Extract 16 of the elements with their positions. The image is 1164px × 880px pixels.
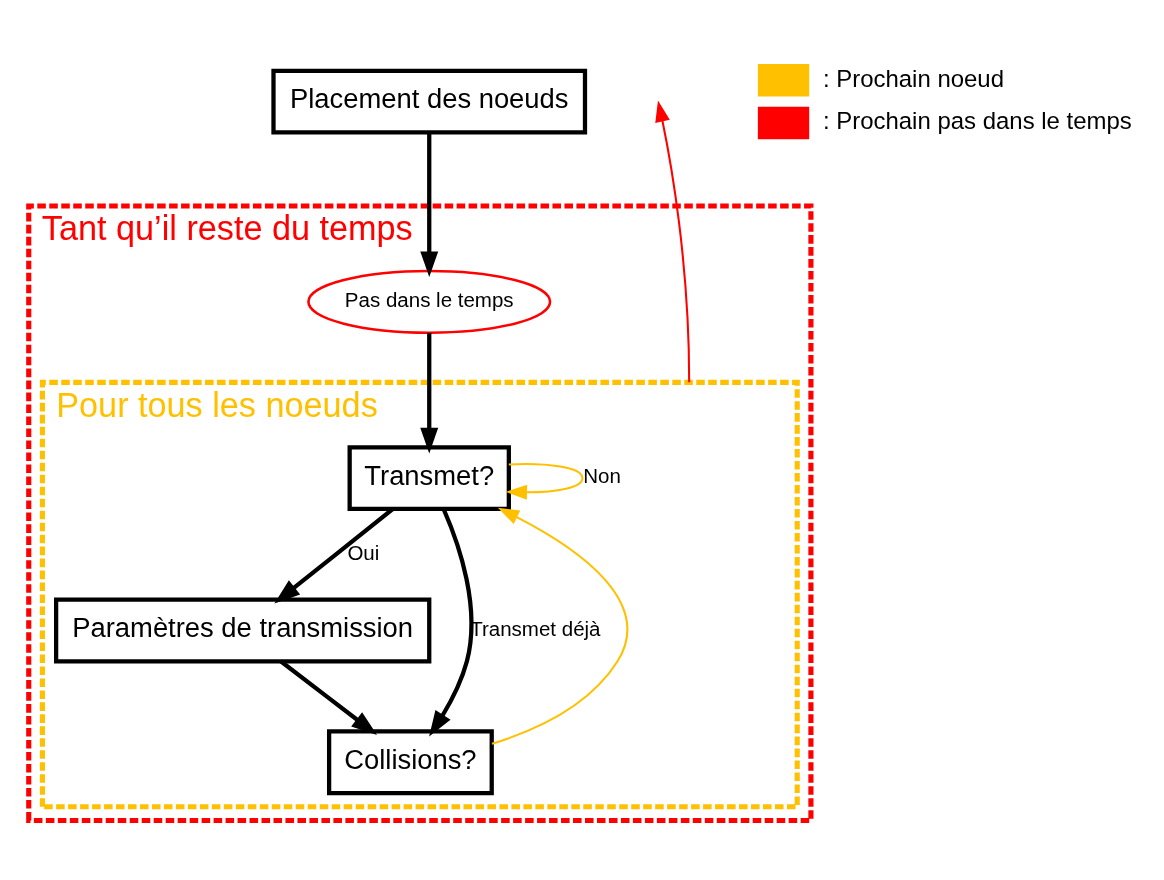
arrow <box>491 507 629 745</box>
edge-label: Transmet déjà <box>470 616 601 640</box>
node-box: Collisions? <box>327 728 494 795</box>
node-box: Paramètres de transmission <box>54 597 432 663</box>
node-ellipse: Pas dans le temps <box>307 269 552 334</box>
arrow <box>655 100 691 382</box>
arrow <box>420 132 439 277</box>
arrow <box>279 659 378 735</box>
arrow <box>505 462 584 500</box>
legend-label: : Prochain pas dans le temps <box>822 106 1132 134</box>
edge-label: Oui <box>347 540 380 564</box>
arrow <box>420 332 439 453</box>
edge-label: Non <box>583 463 621 487</box>
node-box: Placement des noeuds <box>271 68 588 135</box>
legend-label: : Prochain noeud <box>822 64 1005 92</box>
node-box: Transmet? <box>347 444 511 511</box>
